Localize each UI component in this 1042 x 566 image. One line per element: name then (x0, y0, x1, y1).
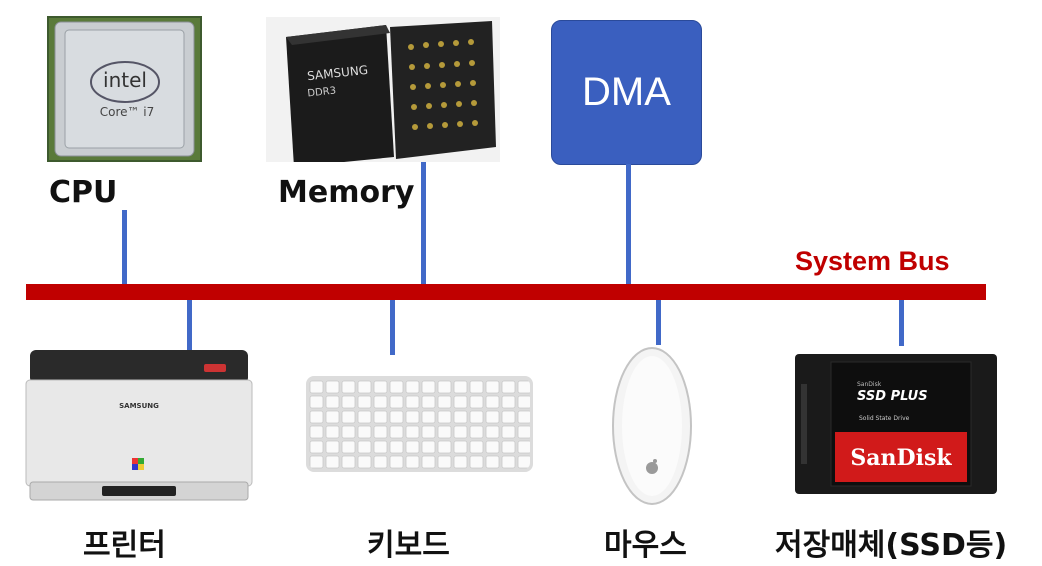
system-bus (26, 284, 986, 300)
memory-model: DDR3 (307, 86, 337, 100)
ssd-connector (899, 300, 904, 346)
printer-image: SAMSUNG (24, 346, 254, 504)
printer-label: 프린터 (83, 528, 166, 563)
keyboard-image (306, 376, 533, 472)
cpu-connector (122, 210, 127, 285)
ssd-label: 저장매체(SSD등) (775, 528, 1008, 563)
cpu-brand: intel (103, 68, 147, 92)
ssd-model: SSD PLUS (857, 389, 928, 404)
dma-connector (626, 164, 631, 285)
mouse-label: 마우스 (604, 528, 687, 563)
ssd-logo: SanDisk (850, 445, 952, 471)
printer-connector (187, 300, 192, 350)
memory-label: Memory (278, 175, 415, 210)
ssd-brand-small: SanDisk (857, 381, 882, 388)
cpu-image: intel Core™ i7 (47, 16, 202, 162)
memory-brand: SAMSUNG (306, 63, 368, 83)
dma-box: DMA (551, 20, 702, 165)
keyboard-connector (390, 300, 395, 355)
memory-connector (421, 162, 426, 285)
memory-image: SAMSUNG DDR3 (266, 17, 500, 167)
system-bus-label: System Bus (795, 246, 950, 276)
keyboard-label: 키보드 (367, 528, 450, 563)
printer-brand: SAMSUNG (119, 402, 159, 410)
ssd-sub: Solid State Drive (859, 415, 910, 422)
ssd-image: SanDisk SSD PLUS Solid State Drive SanDi… (795, 354, 997, 494)
mouse-connector (656, 300, 661, 345)
mouse-image (611, 346, 693, 506)
cpu-label: CPU (49, 175, 118, 210)
cpu-model: Core™ i7 (100, 105, 155, 119)
